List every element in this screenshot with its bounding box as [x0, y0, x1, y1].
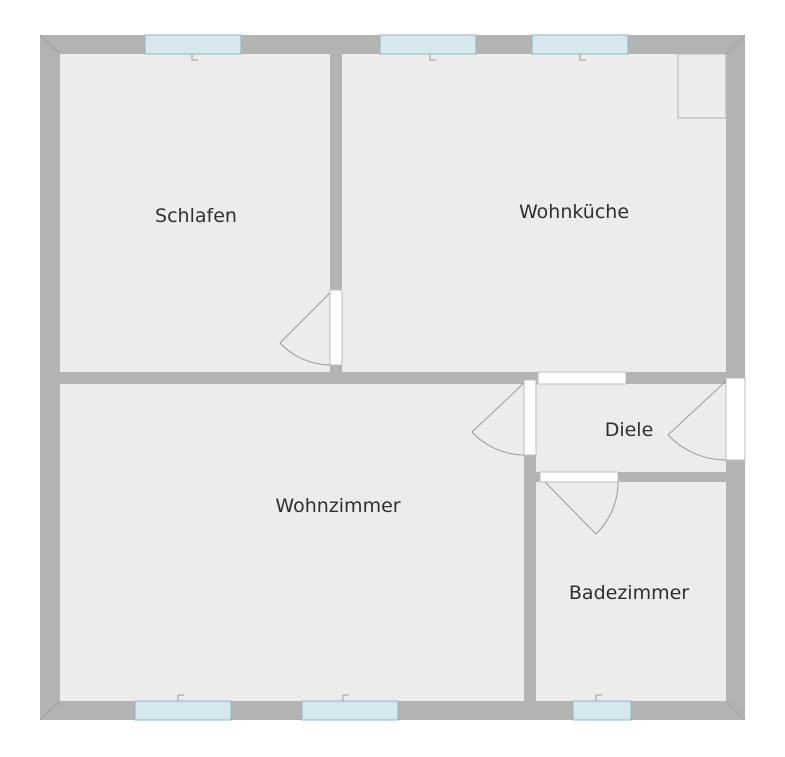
- room-diele-floor: [536, 384, 726, 472]
- corner-bevels: [39, 34, 746, 721]
- chimney-shaft: [677, 53, 727, 119]
- door-wohnzimmer: [471, 379, 537, 456]
- label-schlafen: Schlafen: [155, 205, 237, 227]
- window-schlafen: [144, 34, 242, 55]
- room-schlafen-floor: [60, 54, 330, 372]
- opening-wohnkueche-diele: [537, 371, 627, 385]
- room-badezimmer-floor: [536, 482, 726, 701]
- window-badezimmer: [572, 700, 632, 721]
- room-wohnkueche-floor: [342, 54, 726, 372]
- door-entrance: [667, 377, 746, 461]
- window-wohnkueche-2: [531, 34, 629, 55]
- label-wohnzimmer: Wohnzimmer: [275, 495, 400, 517]
- window-wohnkueche-1: [379, 34, 477, 55]
- label-badezimmer: Badezimmer: [569, 582, 689, 604]
- door-badezimmer: [539, 471, 619, 535]
- windows-bottom: [134, 694, 632, 721]
- label-diele: Diele: [605, 419, 654, 441]
- door-schlafen: [279, 289, 343, 366]
- window-wohnzimmer-2: [301, 700, 399, 721]
- windows-top: [144, 34, 629, 61]
- room-wohnzimmer-floor: [60, 384, 524, 701]
- label-wohnkueche: Wohnküche: [519, 201, 629, 223]
- window-wohnzimmer-1: [134, 700, 232, 721]
